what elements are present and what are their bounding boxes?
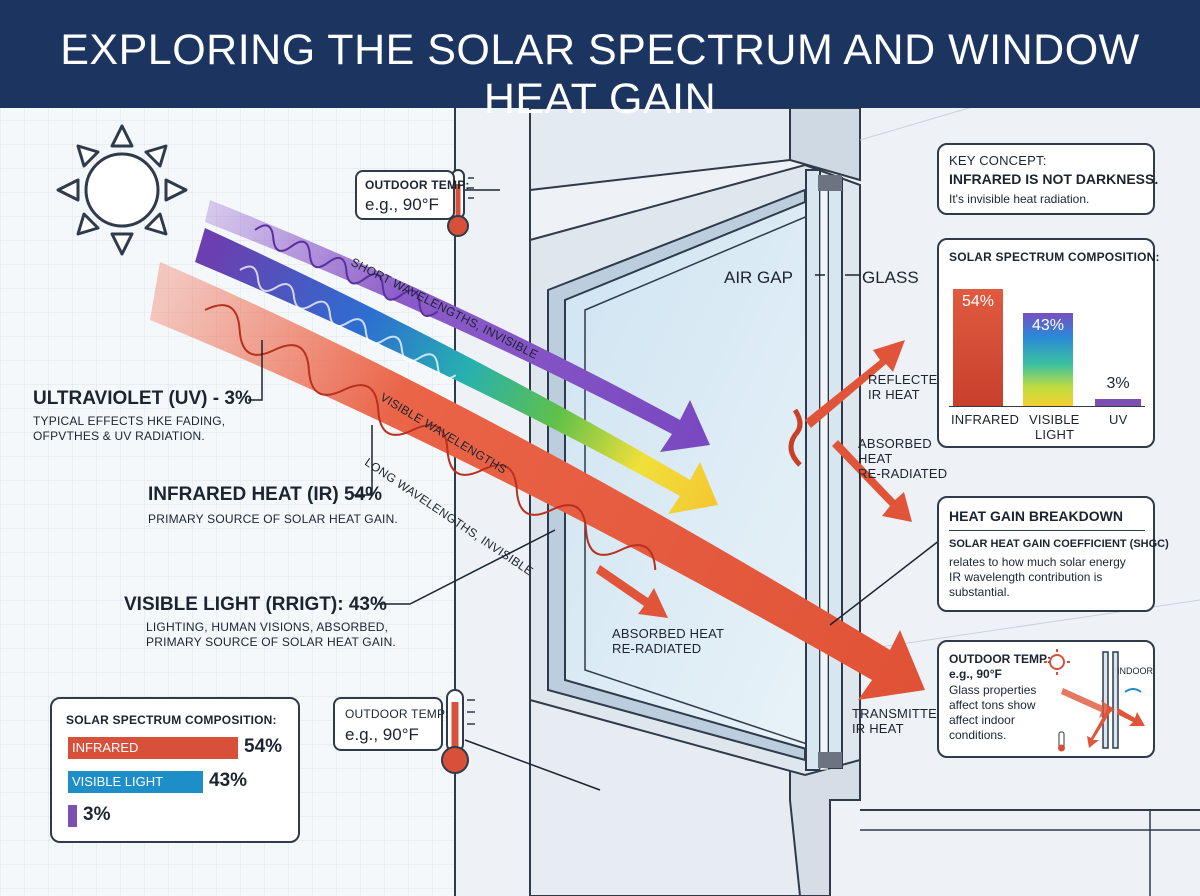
visible-label-title: VISIBLE LIGHT (RRIGT): 43% xyxy=(124,594,387,615)
vertical-bar-plot: 54% 43% 3% xyxy=(949,276,1145,407)
outdoor-temp-callout-bottom: OUTDOOR TEMP: e.g., 90°F xyxy=(333,697,449,751)
composition-right-title: SOLAR SPECTRUM COMPOSITION: xyxy=(949,250,1160,264)
air-gap-label: AIR GAP xyxy=(724,268,793,287)
heat-gain-title: HEAT GAIN BREAKDOWN xyxy=(949,508,1123,524)
heat-arrows xyxy=(596,340,912,618)
bar-label-uv: UV xyxy=(1109,412,1128,427)
absorbed-right-label-3: RE-RADIATED xyxy=(858,466,948,481)
heat-gain-line-2: IR wavelength contribution is xyxy=(949,570,1103,584)
outdoor-box-value: e.g., 90°F xyxy=(949,667,1002,681)
bar-uv xyxy=(1095,399,1141,406)
shgc-label: SOLAR HEAT GAIN COEFFICIENT (SHGC) xyxy=(949,538,1169,550)
ir-label-title: INFRARED HEAT (IR) 54% xyxy=(148,484,382,505)
uv-label-title: ULTRAVIOLET (UV) - 3% xyxy=(33,388,252,409)
absorbed-right-label-1: ABSORBED xyxy=(858,436,932,451)
uv-label-sub-1: TYPICAL EFFECTS HKE FADING, xyxy=(33,414,226,428)
hbar-uv xyxy=(68,805,77,827)
outdoor-box-line-4: conditions. xyxy=(949,728,1007,742)
key-concept-note: It's invisible heat radiation. xyxy=(949,192,1090,206)
key-concept-headline: INFRARED IS NOT DARKNESS. xyxy=(949,171,1159,187)
outdoor-box-line-2: affect tons show xyxy=(949,698,1036,712)
reflected-label-2: IR HEAT xyxy=(868,387,920,402)
infrared-beam xyxy=(150,262,925,700)
outdoor-temp-value: e.g., 90°F xyxy=(365,195,439,214)
heat-gain-line-1: relates to how much solar energy xyxy=(949,555,1126,569)
hbar-value-label: 3% xyxy=(83,804,111,825)
key-concept-box: KEY CONCEPT: INFRARED IS NOT DARKNESS. I… xyxy=(937,143,1159,215)
hbar-visible-light: VISIBLE LIGHT xyxy=(68,771,203,793)
transmitted-label-1: TRANSMITTED xyxy=(852,706,947,721)
visible-beam xyxy=(195,228,718,514)
bar-infrared xyxy=(953,289,1003,406)
composition-chart-left: SOLAR SPECTRUM COMPOSITION: INFRARED 54% V… xyxy=(50,697,300,843)
bar-label-infrared: INFRARED xyxy=(951,412,1020,427)
uv-beam xyxy=(205,200,710,452)
outdoor-box-label: OUTDOOR TEMP: xyxy=(949,652,1051,666)
reflected-label-1: REFLECTED xyxy=(868,372,948,387)
bar-value-label: 43% xyxy=(1031,317,1065,334)
outdoor-temp-callout-top: OUTDOOR TEMP: e.g., 90°F xyxy=(355,170,469,220)
transmitted-label-2: IR HEAT xyxy=(852,721,904,736)
hbar-value-label: 54% xyxy=(244,736,283,757)
horizontal-bar-plot: INFRARED 54% VISIBLE LIGHT 43% 3% xyxy=(68,736,292,837)
outdoor-box-line-1: Glass properties xyxy=(949,683,1037,697)
outdoor-box-line-3: affect indoor xyxy=(949,713,1015,727)
outdoor-temp-bottom-label: OUTDOOR TEMP: xyxy=(345,707,449,721)
thermometer-icon xyxy=(441,689,475,774)
sun-icon xyxy=(1049,654,1065,670)
bar-visible-light xyxy=(1023,313,1073,406)
page-title: EXPLORING THE SOLAR SPECTRUM AND WINDOW … xyxy=(60,26,1140,123)
outdoor-temp-label: OUTDOOR TEMP: xyxy=(365,178,470,192)
mini-window-diagram xyxy=(1044,649,1145,752)
building-facade xyxy=(529,39,1200,896)
reradiated-arrow-left xyxy=(596,565,668,618)
title-banner: EXPLORING THE SOLAR SPECTRUM AND WINDOW … xyxy=(0,0,1200,123)
visible-label-sub-1: LIGHTING, HUMAN VISIONS, ABSORBED, xyxy=(146,620,389,634)
reflected-arrow xyxy=(805,340,905,428)
bar-label-visible-1: VISIBLE xyxy=(1029,412,1080,427)
ir-label-sub-1: PRIMARY SOURCE OF SOLAR HEAT GAIN. xyxy=(148,512,398,526)
uv-label-sub-2: OFPVTHES & UV RADIATION. xyxy=(33,429,205,443)
absorbed-left-label-2: RE-RADIATED xyxy=(612,641,702,656)
leader-lines xyxy=(248,189,941,791)
sun-icon xyxy=(56,124,188,256)
reradiated-arrow-right xyxy=(832,440,912,522)
glass-label: GLASS xyxy=(862,268,919,287)
composition-left-title: SOLAR SPECTRUM COMPOSITION: xyxy=(66,713,277,727)
absorbed-left-label-1: ABSORBED HEAT xyxy=(612,626,725,641)
absorbed-right-label-2: HEAT xyxy=(858,451,893,466)
indoor-label: INDOOR xyxy=(1117,666,1153,676)
heat-gain-box: HEAT GAIN BREAKDOWN SOLAR HEAT GAIN COEF… xyxy=(937,496,1169,612)
composition-chart-right: SOLAR SPECTRUM COMPOSITION: 54% 43% 3% INF… xyxy=(937,238,1160,448)
bar-label-visible-2: LIGHT xyxy=(1035,427,1075,442)
bar-value-label: 3% xyxy=(1106,375,1130,392)
bar-value-label: 54% xyxy=(961,293,995,310)
heat-gain-line-3: substantial. xyxy=(949,585,1010,599)
key-concept-label: KEY CONCEPT: xyxy=(949,153,1047,168)
hbar-infrared: INFRARED xyxy=(68,737,238,759)
outdoor-conditions-box: OUTDOOR TEMP: e.g., 90°F Glass propertie… xyxy=(937,640,1155,758)
hbar-value-label: 43% xyxy=(209,770,248,791)
visible-label-sub-2: PRIMARY SOURCE OF SOLAR HEAT GAIN. xyxy=(146,635,396,649)
outdoor-temp-bottom-value: e.g., 90°F xyxy=(345,725,419,744)
